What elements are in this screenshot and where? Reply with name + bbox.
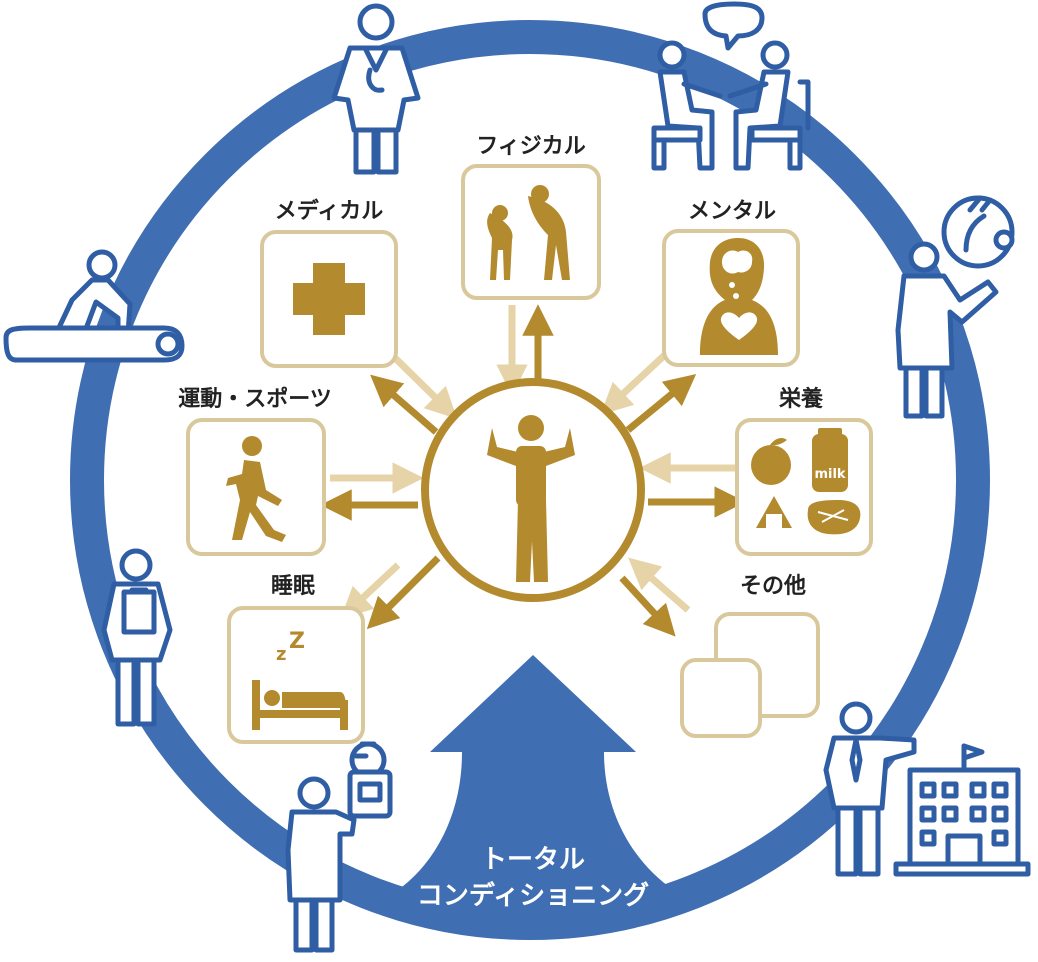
box-nutrition	[735, 418, 873, 556]
pharmacist-icon	[285, 741, 393, 953]
sleeping-bed-icon: z Z	[252, 629, 348, 730]
supporters	[3, 1, 1031, 953]
box-other-front	[680, 658, 762, 738]
svg-text:z: z	[276, 644, 286, 665]
nutritionist-icon	[895, 195, 1015, 419]
total-conditioning-arrow	[392, 655, 680, 918]
center-athlete	[421, 378, 645, 602]
label-sports: 運動・スポーツ	[178, 386, 332, 412]
food-milk-icon: milk	[751, 428, 861, 535]
outer-ring	[70, 20, 990, 940]
counselor-icon	[651, 1, 811, 171]
label-medical: メディカル	[275, 198, 383, 224]
label-nutrition: 栄養	[778, 386, 823, 412]
box-sleep	[227, 606, 365, 744]
athlete-icon	[487, 415, 575, 582]
head-brain-heart-icon	[700, 238, 778, 355]
label-sleep: 睡眠	[271, 574, 315, 599]
stretching-people-icon	[487, 185, 570, 280]
overlapping-squares-icon	[680, 612, 820, 738]
label-physical: フィジカル	[476, 134, 586, 159]
arrow-label-line1: トータル	[481, 845, 585, 875]
svg-text:milk: milk	[814, 467, 845, 482]
label-mental: メンタル	[688, 199, 776, 224]
svg-text:Z: Z	[289, 629, 305, 654]
arrow-label-line2: コンディショニング	[417, 880, 649, 911]
box-physical	[461, 164, 601, 300]
manager-icon	[823, 701, 917, 877]
running-person-icon	[226, 436, 286, 542]
label-other: その他	[740, 574, 806, 599]
first-aid-icon	[3, 249, 185, 363]
nurse-icon	[101, 548, 173, 727]
doctor-icon	[331, 3, 421, 175]
company-building-icon	[893, 743, 1031, 877]
medical-cross-icon	[293, 263, 365, 335]
connection-arrows	[320, 304, 746, 637]
